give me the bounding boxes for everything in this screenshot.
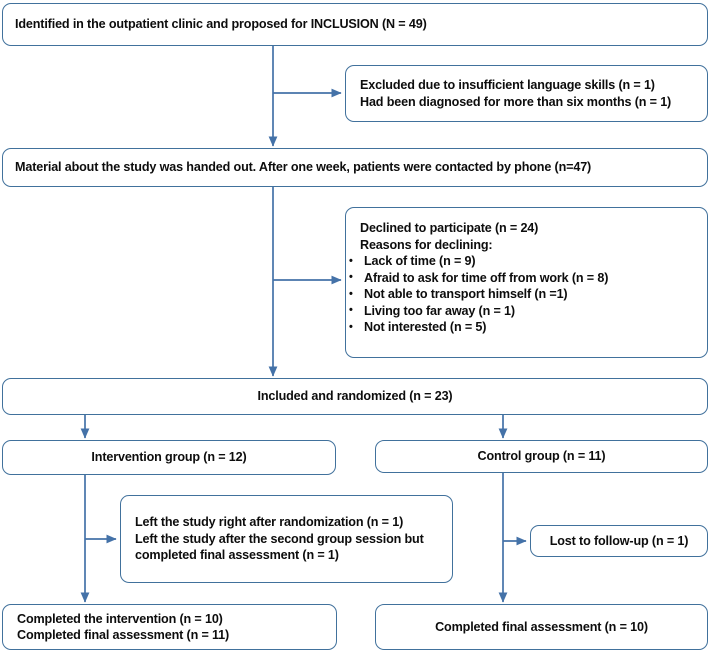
node-control-group-line1: Control group (n = 11) bbox=[477, 449, 606, 464]
node-completed-control-line1: Completed final assessment (n = 10) bbox=[435, 619, 648, 634]
node-randomized-line1: Included and randomized (n = 23) bbox=[257, 389, 453, 404]
node-excluded-line2: Had been diagnosed for more than six mon… bbox=[360, 94, 672, 109]
node-lost-followup-line1: Lost to follow-up (n = 1) bbox=[549, 533, 689, 548]
node-declined: Declined to participate (n = 24) Reasons… bbox=[345, 207, 708, 358]
list-item: Afraid to ask for time off from work (n … bbox=[346, 269, 707, 287]
node-intervention-group: Intervention group (n = 12) bbox=[2, 440, 336, 475]
node-material-handed-out: Material about the study was handed out.… bbox=[2, 148, 708, 187]
node-left-study-line3: completed final assessment (n = 1) bbox=[135, 548, 339, 563]
node-control-group: Control group (n = 11) bbox=[375, 440, 708, 473]
node-completed-intervention-line1: Completed the intervention (n = 10) bbox=[17, 611, 223, 626]
node-randomized: Included and randomized (n = 23) bbox=[2, 378, 708, 415]
list-item: Lack of time (n = 9) bbox=[346, 253, 707, 270]
list-item: Living too far away (n = 1) bbox=[346, 302, 707, 320]
node-material-line1: Material about the study was handed out.… bbox=[15, 160, 592, 175]
node-left-study-line2: Left the study after the second group se… bbox=[135, 531, 424, 546]
node-identified: Identified in the outpatient clinic and … bbox=[2, 3, 708, 46]
node-identified-line1: Identified in the outpatient clinic and … bbox=[15, 17, 427, 32]
node-excluded: Excluded due to insufficient language sk… bbox=[345, 65, 708, 122]
list-item: Not able to transport himself (n =1) bbox=[346, 286, 707, 303]
node-declined-line2: Reasons for declining: bbox=[360, 237, 493, 252]
node-left-study: Left the study right after randomization… bbox=[120, 495, 453, 583]
node-intervention-group-line1: Intervention group (n = 12) bbox=[91, 450, 247, 465]
node-declined-line1: Declined to participate (n = 24) bbox=[360, 221, 539, 235]
node-completed-intervention: Completed the intervention (n = 10) Comp… bbox=[2, 604, 337, 650]
node-lost-followup: Lost to follow-up (n = 1) bbox=[530, 525, 708, 557]
node-completed-control: Completed final assessment (n = 10) bbox=[375, 604, 708, 650]
node-declined-reasons: Lack of time (n = 9) Afraid to ask for t… bbox=[346, 253, 707, 336]
node-excluded-line1: Excluded due to insufficient language sk… bbox=[360, 78, 655, 92]
list-item: Not interested (n = 5) bbox=[346, 319, 707, 336]
node-completed-intervention-line2: Completed final assessment (n = 11) bbox=[17, 628, 230, 642]
node-left-study-line1: Left the study right after randomization… bbox=[135, 515, 404, 530]
